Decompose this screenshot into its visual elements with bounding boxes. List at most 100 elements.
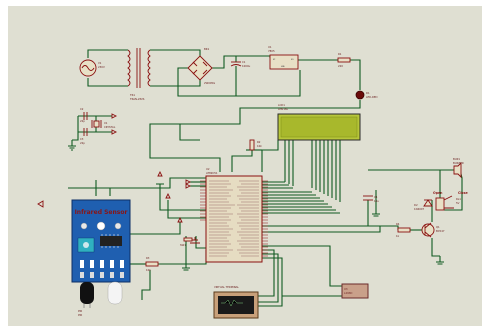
- pushbutton[interactable]: SW1: [180, 237, 200, 247]
- cap-relay-ref: C4: [374, 195, 378, 199]
- relay-type: 5V: [456, 201, 460, 205]
- driver-body: [341, 283, 369, 299]
- transistor[interactable]: Q1 BC547: [421, 222, 445, 265]
- power-led-ref: D1: [366, 91, 370, 95]
- relay-capacitor[interactable]: C4 10u: [363, 195, 380, 217]
- resistor-r4[interactable]: R4 1k: [396, 222, 411, 238]
- buzzer-ref: BUZ1: [453, 157, 460, 161]
- ir-pir-ref: PIR: [78, 309, 82, 313]
- resistor-ir-value: 10k: [146, 268, 151, 272]
- net-terminal-icon: [185, 179, 192, 189]
- resistor-reset-ref: R2: [257, 140, 261, 144]
- power-arrow-icon: [165, 192, 171, 199]
- mcu-ref: U2: [206, 167, 210, 171]
- crystal-icon: [93, 120, 100, 128]
- transistor-ref: Q1: [436, 225, 440, 229]
- transformer-ref: TR1: [130, 93, 135, 97]
- cap3-value: 22p: [80, 141, 85, 145]
- regulator-pin-gnd: GND: [281, 66, 285, 68]
- motor-driver[interactable]: U3 L293D: [341, 283, 369, 299]
- power-led-type: LED-RED: [366, 95, 377, 99]
- buzzer-icon: [453, 161, 462, 179]
- header-pins: [80, 260, 124, 268]
- pushbutton-ref: SW1: [180, 243, 186, 247]
- secondary-coil: [147, 49, 151, 87]
- resistor-r2[interactable]: R2 10k: [249, 139, 262, 151]
- resistor-r1[interactable]: R1 220: [337, 52, 351, 68]
- ir-pir-value: PIR: [78, 313, 82, 317]
- ac-source[interactable]: V1 230V: [79, 59, 105, 77]
- resistor-r3[interactable]: R3 10k: [145, 256, 159, 272]
- mcu-pin-rows: [209, 180, 259, 257]
- transformer-type: TRAN-2P2S: [130, 97, 145, 101]
- potentiometer-icon: [96, 221, 106, 231]
- pushbutton-icon: [190, 237, 200, 244]
- regulator-pin-vo: VO: [291, 59, 294, 61]
- cap2-value: 22p: [80, 119, 85, 123]
- filter-cap-ref: C1: [242, 60, 246, 64]
- led-icon: [355, 90, 365, 100]
- lcd-display[interactable]: LCD1 LM016L: [277, 103, 361, 141]
- infrared-sensor-module[interactable]: Infrared Sensor PIR PIR: [37, 199, 131, 317]
- diode-type: 1N4007: [414, 207, 425, 211]
- small-resistor: [183, 237, 193, 242]
- cap3-ref: C3: [80, 137, 84, 141]
- power-led[interactable]: D1 LED-RED: [355, 90, 377, 100]
- power-arrow-icon: [157, 170, 163, 177]
- resistor-body: [145, 261, 159, 267]
- microcontroller[interactable]: U2 AT89C51: [200, 167, 268, 263]
- relay-contact-icon: [443, 195, 454, 209]
- sensor-lens-icon: [83, 242, 89, 248]
- ground-icon: [182, 262, 190, 271]
- voltage-regulator[interactable]: VI VO GND U1 7805: [268, 45, 299, 70]
- primary-coil: [127, 49, 131, 87]
- lcd-glass: [280, 116, 358, 138]
- input-connector-icon: [37, 200, 44, 208]
- filter-capacitor[interactable]: C1 1000u: [230, 60, 251, 70]
- relay[interactable]: Open Close RL1 5V: [433, 191, 468, 211]
- virtual-terminal[interactable]: VIRTUAL TERMINAL: [213, 285, 259, 319]
- bridge-rectifier[interactable]: BR1 2W005G: [187, 47, 215, 85]
- crystal-value: CRYSTAL: [104, 125, 116, 129]
- relay-ref: RL1: [456, 197, 461, 201]
- ground-icon: [436, 256, 444, 265]
- ir-module-title: Infrared Sensor: [75, 209, 128, 216]
- resistor-reset-value: 10k: [257, 144, 262, 148]
- regulator-ref: U1: [268, 45, 272, 49]
- bridge-ref: BR1: [204, 47, 210, 51]
- flyback-diode[interactable]: D2 1N4007: [414, 199, 433, 211]
- transistor-type: BC547: [436, 229, 445, 233]
- source-value: 230V: [98, 65, 105, 69]
- driver-type: L293D: [344, 291, 352, 295]
- resistor-top-ref: R1: [338, 52, 342, 56]
- diode-icon: [192, 61, 208, 75]
- transformer[interactable]: TR1 TRAN-2P2S: [127, 48, 151, 101]
- resistor-body: [397, 227, 411, 233]
- diode-icon: [423, 199, 433, 207]
- ic-chip-pins: [101, 234, 119, 248]
- open-label: Open: [433, 191, 443, 195]
- resistor-ir-ref: R3: [146, 256, 150, 260]
- resistor-q-value: 1k: [396, 234, 400, 238]
- net-terminals-left: [156, 170, 193, 271]
- buzzer[interactable]: BUZ1 BUZZER: [453, 157, 464, 179]
- lcd-ref: LCD1: [278, 103, 285, 107]
- transistor-leads: [424, 222, 432, 238]
- regulator-pin-vi: VI: [273, 59, 275, 61]
- cap-plate-curved: [230, 64, 242, 67]
- power-arrow-icon: [177, 216, 183, 223]
- resistor-body: [249, 139, 255, 151]
- crystal-network[interactable]: C2 22p X1 CRYSTAL C3 22p: [68, 107, 118, 151]
- ir-transmitter-icon: [80, 282, 94, 304]
- mcu-type: AT89C51: [206, 171, 218, 175]
- resistor-body: [337, 57, 351, 63]
- terminal-screen: [218, 296, 254, 314]
- cap2-ref: C2: [80, 107, 84, 111]
- header-pins: [80, 272, 124, 278]
- sensor-led-icon: [80, 222, 88, 230]
- ic-chip: [100, 236, 122, 246]
- regulator-type: 7805: [268, 49, 275, 53]
- mcu-body: [205, 175, 263, 263]
- close-label: Close: [458, 191, 468, 195]
